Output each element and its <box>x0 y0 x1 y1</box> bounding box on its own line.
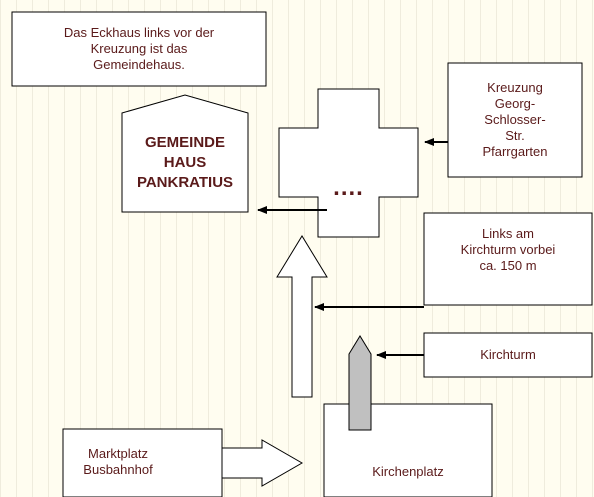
left-turn-box-text: Links am Kirchturm vorbei ca. 150 m <box>460 226 556 273</box>
community-house-shape <box>121 94 249 213</box>
intersection-dots: .... <box>333 174 364 201</box>
note-box-frame <box>11 11 267 87</box>
community-house-label: GEMEINDE HAUS PANKRATIUS <box>136 134 234 191</box>
crossing-box-text: Kreuzung Georg- Schlosser- Str. Pfarrgar… <box>482 80 548 159</box>
note-box-text: Das Eckhaus links vor der Kreuzung ist d… <box>63 25 215 72</box>
intersection-cross <box>278 88 419 238</box>
start-right-arrow <box>221 439 304 487</box>
church-tower-shape <box>348 335 372 431</box>
left-turn-box-frame <box>423 212 593 306</box>
church-square-text: Kirchenplatz <box>372 464 444 479</box>
crossing-box-frame <box>447 62 583 178</box>
church-tower-box-text: Kirchturm <box>480 347 536 362</box>
church-tower-box-frame <box>423 332 593 378</box>
start-box-frame <box>62 428 223 497</box>
route-up-arrow <box>276 235 328 398</box>
start-box-text: Marktplatz Busbahnhof <box>83 446 153 477</box>
